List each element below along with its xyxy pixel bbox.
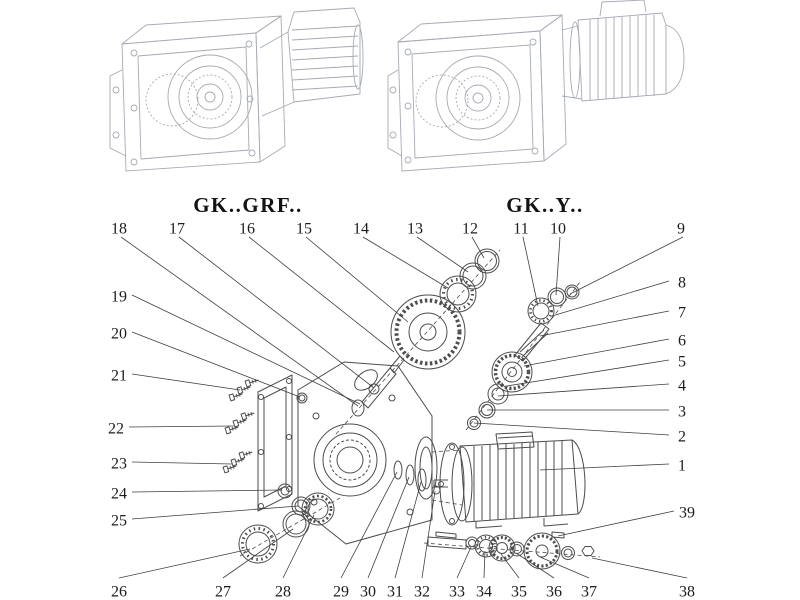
callout-21: 21: [111, 368, 127, 385]
callout-12: 12: [462, 221, 478, 238]
leader-line-23: [131, 461, 233, 465]
leader-line-28: [282, 514, 315, 579]
callout-18: 18: [111, 221, 127, 238]
callout-36: 36: [546, 584, 562, 600]
callout-5: 5: [678, 354, 686, 371]
callout-13: 13: [407, 221, 423, 238]
leader-line-34: [483, 550, 486, 579]
leader-line-26: [118, 548, 251, 579]
mounting-screws: [222, 376, 260, 474]
leader-line-9: [569, 236, 684, 295]
callout-6: 6: [678, 333, 686, 350]
leader-line-19: [131, 294, 361, 405]
callout-34: 34: [476, 584, 492, 600]
callout-27: 27: [215, 584, 231, 600]
output-shaft-assembly: [427, 531, 595, 570]
leader-line-17: [178, 236, 375, 389]
leader-line-35: [500, 553, 520, 579]
callout-31: 31: [387, 584, 403, 600]
gearbox-grf-drawing: [109, 7, 364, 172]
callout-30: 30: [360, 584, 376, 600]
input-gear-stack: [361, 248, 500, 409]
leader-line-37: [539, 556, 590, 579]
leader-line-2: [473, 422, 670, 436]
callout-23: 23: [111, 456, 127, 473]
leader-line-15: [305, 236, 409, 323]
callout-7: 7: [678, 305, 686, 322]
gearbox-y-drawing: [387, 0, 685, 172]
leader-line-8: [551, 280, 670, 317]
leader-line-30: [367, 476, 410, 579]
callout-11: 11: [513, 221, 528, 238]
callout-38: 38: [679, 584, 695, 600]
leader-line-13: [416, 236, 469, 273]
leader-line-36: [515, 552, 555, 579]
leader-line-21: [131, 373, 241, 391]
bearing-cluster: [238, 483, 335, 564]
callout-26: 26: [111, 584, 127, 600]
motor-assembled-drawing: [561, 0, 685, 102]
callout-3: 3: [678, 404, 686, 421]
leader-line-29: [340, 471, 398, 579]
leader-line-10: [555, 236, 561, 296]
callout-10: 10: [550, 221, 566, 238]
leader-line-31: [394, 481, 422, 579]
callout-37: 37: [581, 584, 597, 600]
countershaft-stack: [467, 284, 580, 430]
gasket-plate: [257, 374, 293, 512]
leader-line-12: [471, 236, 485, 259]
callout-19: 19: [111, 289, 127, 306]
variant-label-grf: GK..GRF..: [193, 193, 303, 217]
leader-line-6: [523, 338, 670, 367]
leader-line-11: [522, 236, 539, 307]
callout-22: 22: [108, 421, 124, 438]
callout-20: 20: [111, 326, 127, 343]
leader-line-18: [120, 236, 359, 407]
leader-line-7: [539, 310, 670, 337]
callout-17: 17: [169, 221, 185, 238]
leader-line-14: [362, 236, 449, 289]
leader-line-39: [557, 510, 675, 537]
leader-line-16: [248, 236, 395, 353]
callout-9: 9: [677, 221, 685, 238]
callout-24: 24: [111, 486, 127, 503]
callout-2: 2: [678, 429, 686, 446]
motor-exploded-drawing: [433, 431, 586, 529]
callout-8: 8: [678, 275, 686, 292]
leader-line-20: [131, 331, 301, 398]
callout-labels: 1234567891011121314151617181920212223242…: [108, 221, 695, 600]
leader-line-24: [131, 489, 283, 493]
leader-line-4: [497, 383, 670, 397]
callout-16: 16: [239, 221, 255, 238]
leader-line-38: [591, 557, 688, 579]
callout-1: 1: [678, 458, 686, 475]
leader-line-1: [539, 463, 670, 471]
callout-35: 35: [511, 584, 527, 600]
callout-15: 15: [296, 221, 312, 238]
callout-33: 33: [449, 584, 465, 600]
leader-line-25: [131, 505, 299, 520]
gear-housing: [296, 361, 438, 545]
callout-29: 29: [333, 584, 349, 600]
callout-4: 4: [678, 378, 686, 395]
leader-line-22: [128, 425, 235, 428]
leader-line-33: [456, 546, 472, 579]
callout-32: 32: [414, 584, 430, 600]
exploded-view: [222, 248, 601, 570]
leader-lines: [118, 236, 688, 579]
callout-25: 25: [111, 513, 127, 530]
variant-label-y: GK..Y..: [506, 193, 583, 217]
callout-14: 14: [353, 221, 369, 238]
callout-28: 28: [275, 584, 291, 600]
flange-shims: [393, 460, 441, 495]
leader-line-27: [222, 528, 294, 579]
leader-line-5: [506, 359, 670, 387]
callout-39: 39: [679, 505, 695, 522]
leader-line-32: [421, 490, 436, 579]
